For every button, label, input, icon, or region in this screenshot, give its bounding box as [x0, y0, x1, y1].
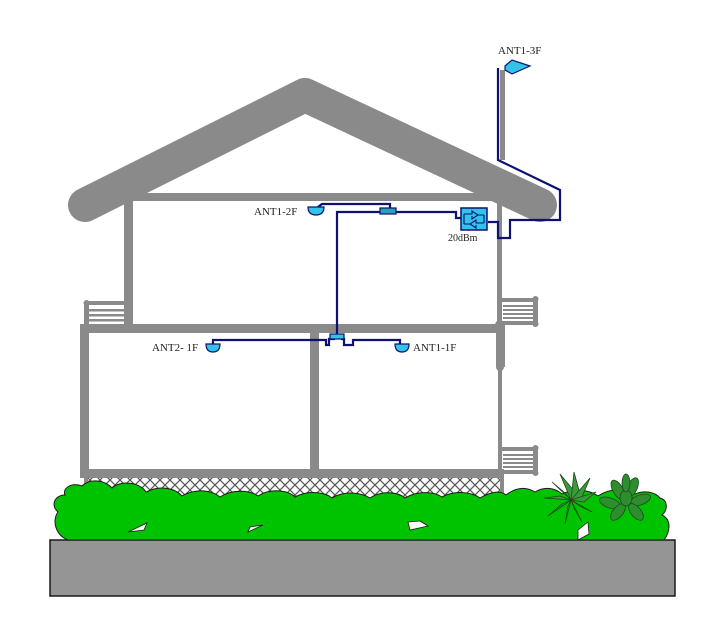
antenna-ant1-3f[interactable]: ANT1-3F — [498, 45, 541, 75]
ground-slab — [49, 539, 676, 597]
directional-antenna-icon — [504, 59, 532, 75]
bidirectional-amplifier-icon — [463, 209, 485, 230]
wall-2f-left — [124, 197, 133, 327]
cable-ant1-3f — [488, 68, 562, 240]
ceiling-antenna-icon — [307, 206, 325, 216]
antenna-label-ant1-2f: ANT1-2F — [254, 206, 297, 218]
wall-1f-left — [80, 324, 89, 474]
roof — [68, 78, 557, 222]
antenna-label-ant1-1f: ANT1-1F — [413, 342, 456, 354]
wall-right-upper — [497, 200, 502, 325]
antenna-ant1-2f[interactable]: ANT1-2F — [254, 206, 325, 218]
antenna-mast — [500, 70, 505, 160]
antenna-ant1-1f[interactable]: ANT1-1F — [394, 342, 456, 354]
amplifier-20dbm[interactable]: 20dBm — [448, 207, 488, 244]
house-structure — [80, 193, 505, 498]
splitter-1f[interactable] — [329, 333, 345, 340]
coax-cables — [211, 68, 562, 347]
ceiling-antenna-icon — [394, 343, 410, 353]
wall-right-lower — [498, 365, 502, 475]
floor-1f-2f — [80, 324, 504, 333]
wall-1f-middle — [310, 330, 319, 472]
splitter-icon — [379, 207, 397, 215]
antenna-label-ant1-3f: ANT1-3F — [498, 45, 541, 57]
plant-leafy — [599, 473, 651, 521]
floor-ground — [80, 469, 504, 478]
wall-right-pillar — [496, 322, 505, 367]
railing-right-1f — [500, 445, 539, 476]
debris — [127, 520, 590, 541]
antenna-label-ant2-1f: ANT2- 1F — [152, 342, 198, 354]
cable-1f-right — [341, 337, 402, 347]
ceiling-beam-2f — [126, 193, 498, 201]
cable-1f-left — [211, 337, 335, 347]
cable-splitter-2f-to-1f — [335, 210, 380, 336]
ceiling-antenna-icon — [205, 343, 221, 353]
splitter-2f[interactable] — [379, 207, 397, 215]
plant-spiky — [543, 471, 597, 525]
railing-right-2f — [500, 296, 539, 327]
cable-amp-to-splitter-2f — [392, 210, 461, 220]
splitter-icon — [329, 333, 345, 340]
amplifier-label: 20dBm — [448, 233, 478, 244]
railing-left-2f — [83, 300, 128, 326]
antenna-ant2-1f[interactable]: ANT2- 1F — [152, 342, 221, 354]
cable-splitter-to-ant1-2f — [317, 202, 392, 210]
